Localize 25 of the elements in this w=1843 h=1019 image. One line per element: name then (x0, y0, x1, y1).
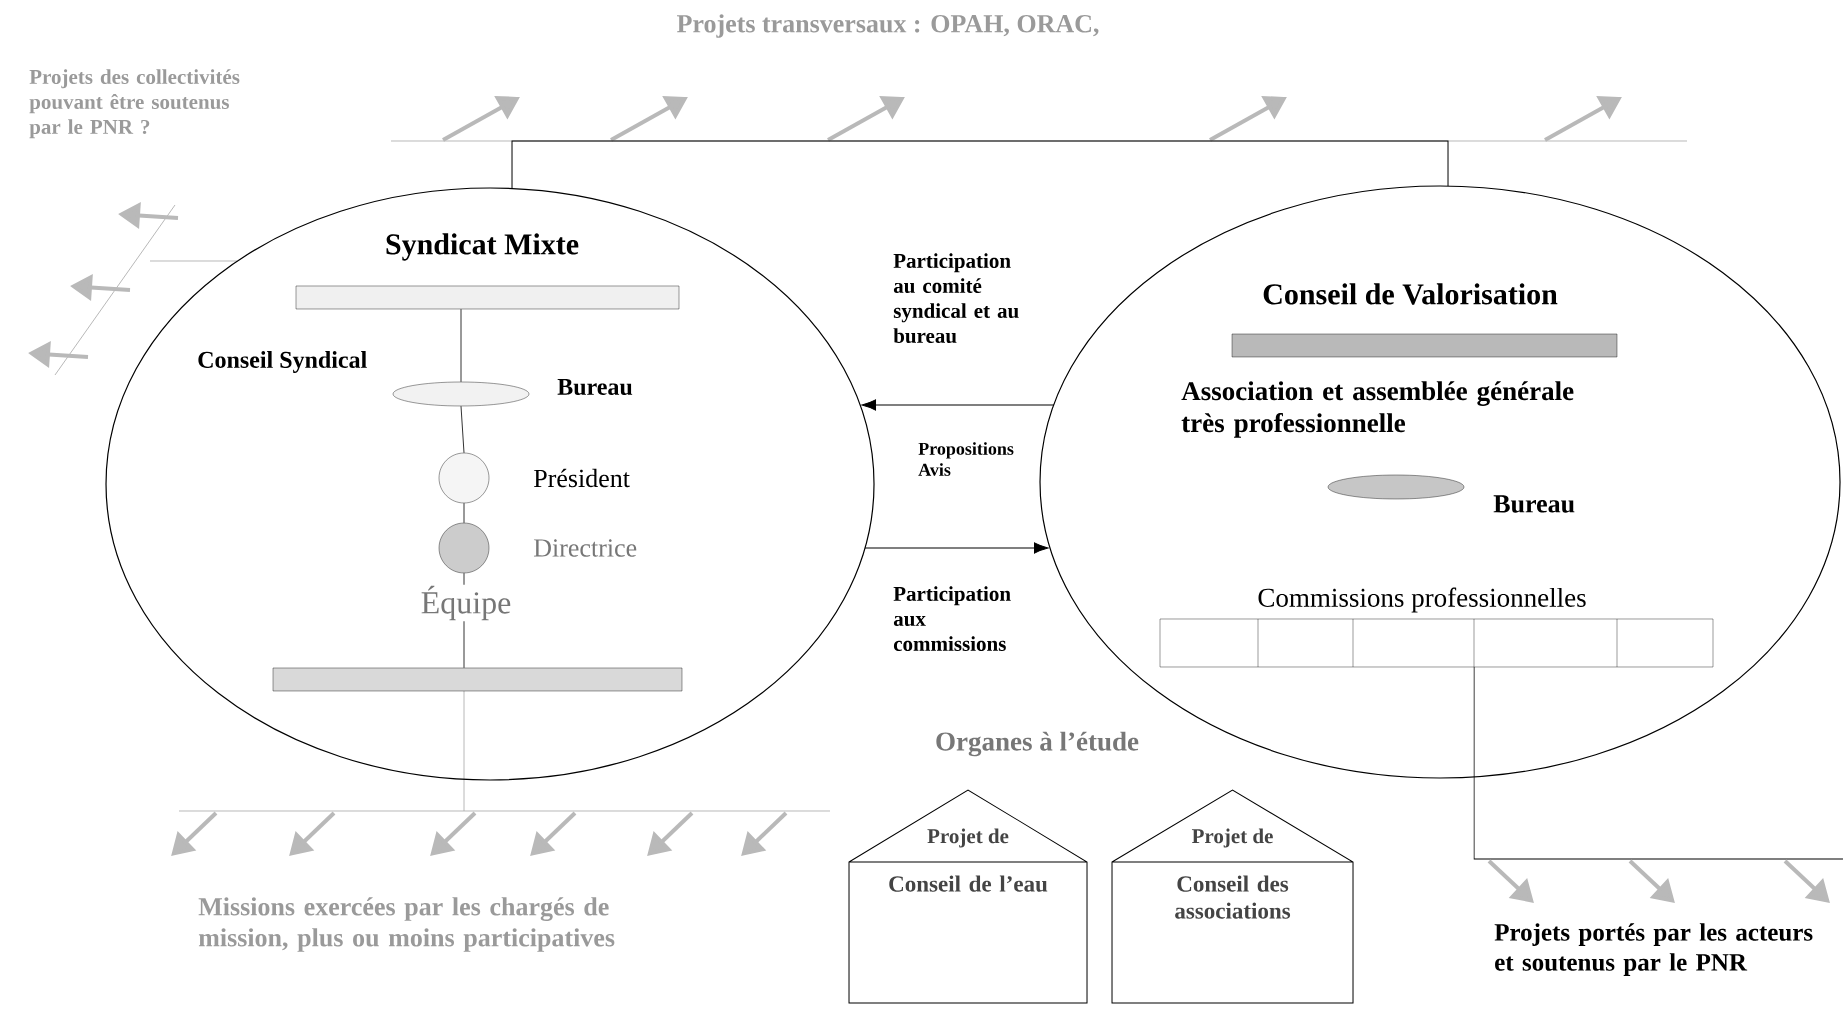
house-box: Projet de Conseil des associations (1111, 789, 1354, 1004)
note: Équipe (419, 584, 513, 622)
node-label: Conseil Syndical (198, 351, 367, 373)
edge-label: Participation au comité syndical et au bureau (893, 253, 1019, 343)
note: Projets portés par les acteurs et soutenus par le PNR (1494, 923, 1813, 976)
node-label: Bureau (557, 379, 633, 395)
node-label: Président (533, 468, 630, 488)
edge-label: Participation aux commissions (893, 586, 1011, 651)
connector (511, 140, 1449, 190)
connector (463, 502, 465, 524)
note: Missions exercées par les chargés de mission, plus ou moins participatives (198, 897, 615, 952)
node-label: Directrice (533, 539, 637, 557)
node-label: Bureau (1493, 495, 1575, 513)
note: Organes à l’étude (936, 731, 1139, 757)
note: Projets des collectivités pouvant être soutenus par le PNR ? (29, 69, 240, 139)
house-box: Projet de Conseil de l’eau (848, 789, 1088, 1004)
connector (460, 405, 465, 454)
connector (460, 308, 462, 383)
connector (864, 542, 1049, 554)
node-label: Association et assemblée générale très professionnelle (1181, 381, 1574, 438)
node-label: Commissions professionnelles (1258, 587, 1586, 613)
connector (861, 399, 1055, 411)
note: Propositions Avis (918, 442, 1014, 476)
bar (272, 667, 683, 692)
title: Projets transversaux : OPAH, ORAC, (677, 14, 1099, 38)
